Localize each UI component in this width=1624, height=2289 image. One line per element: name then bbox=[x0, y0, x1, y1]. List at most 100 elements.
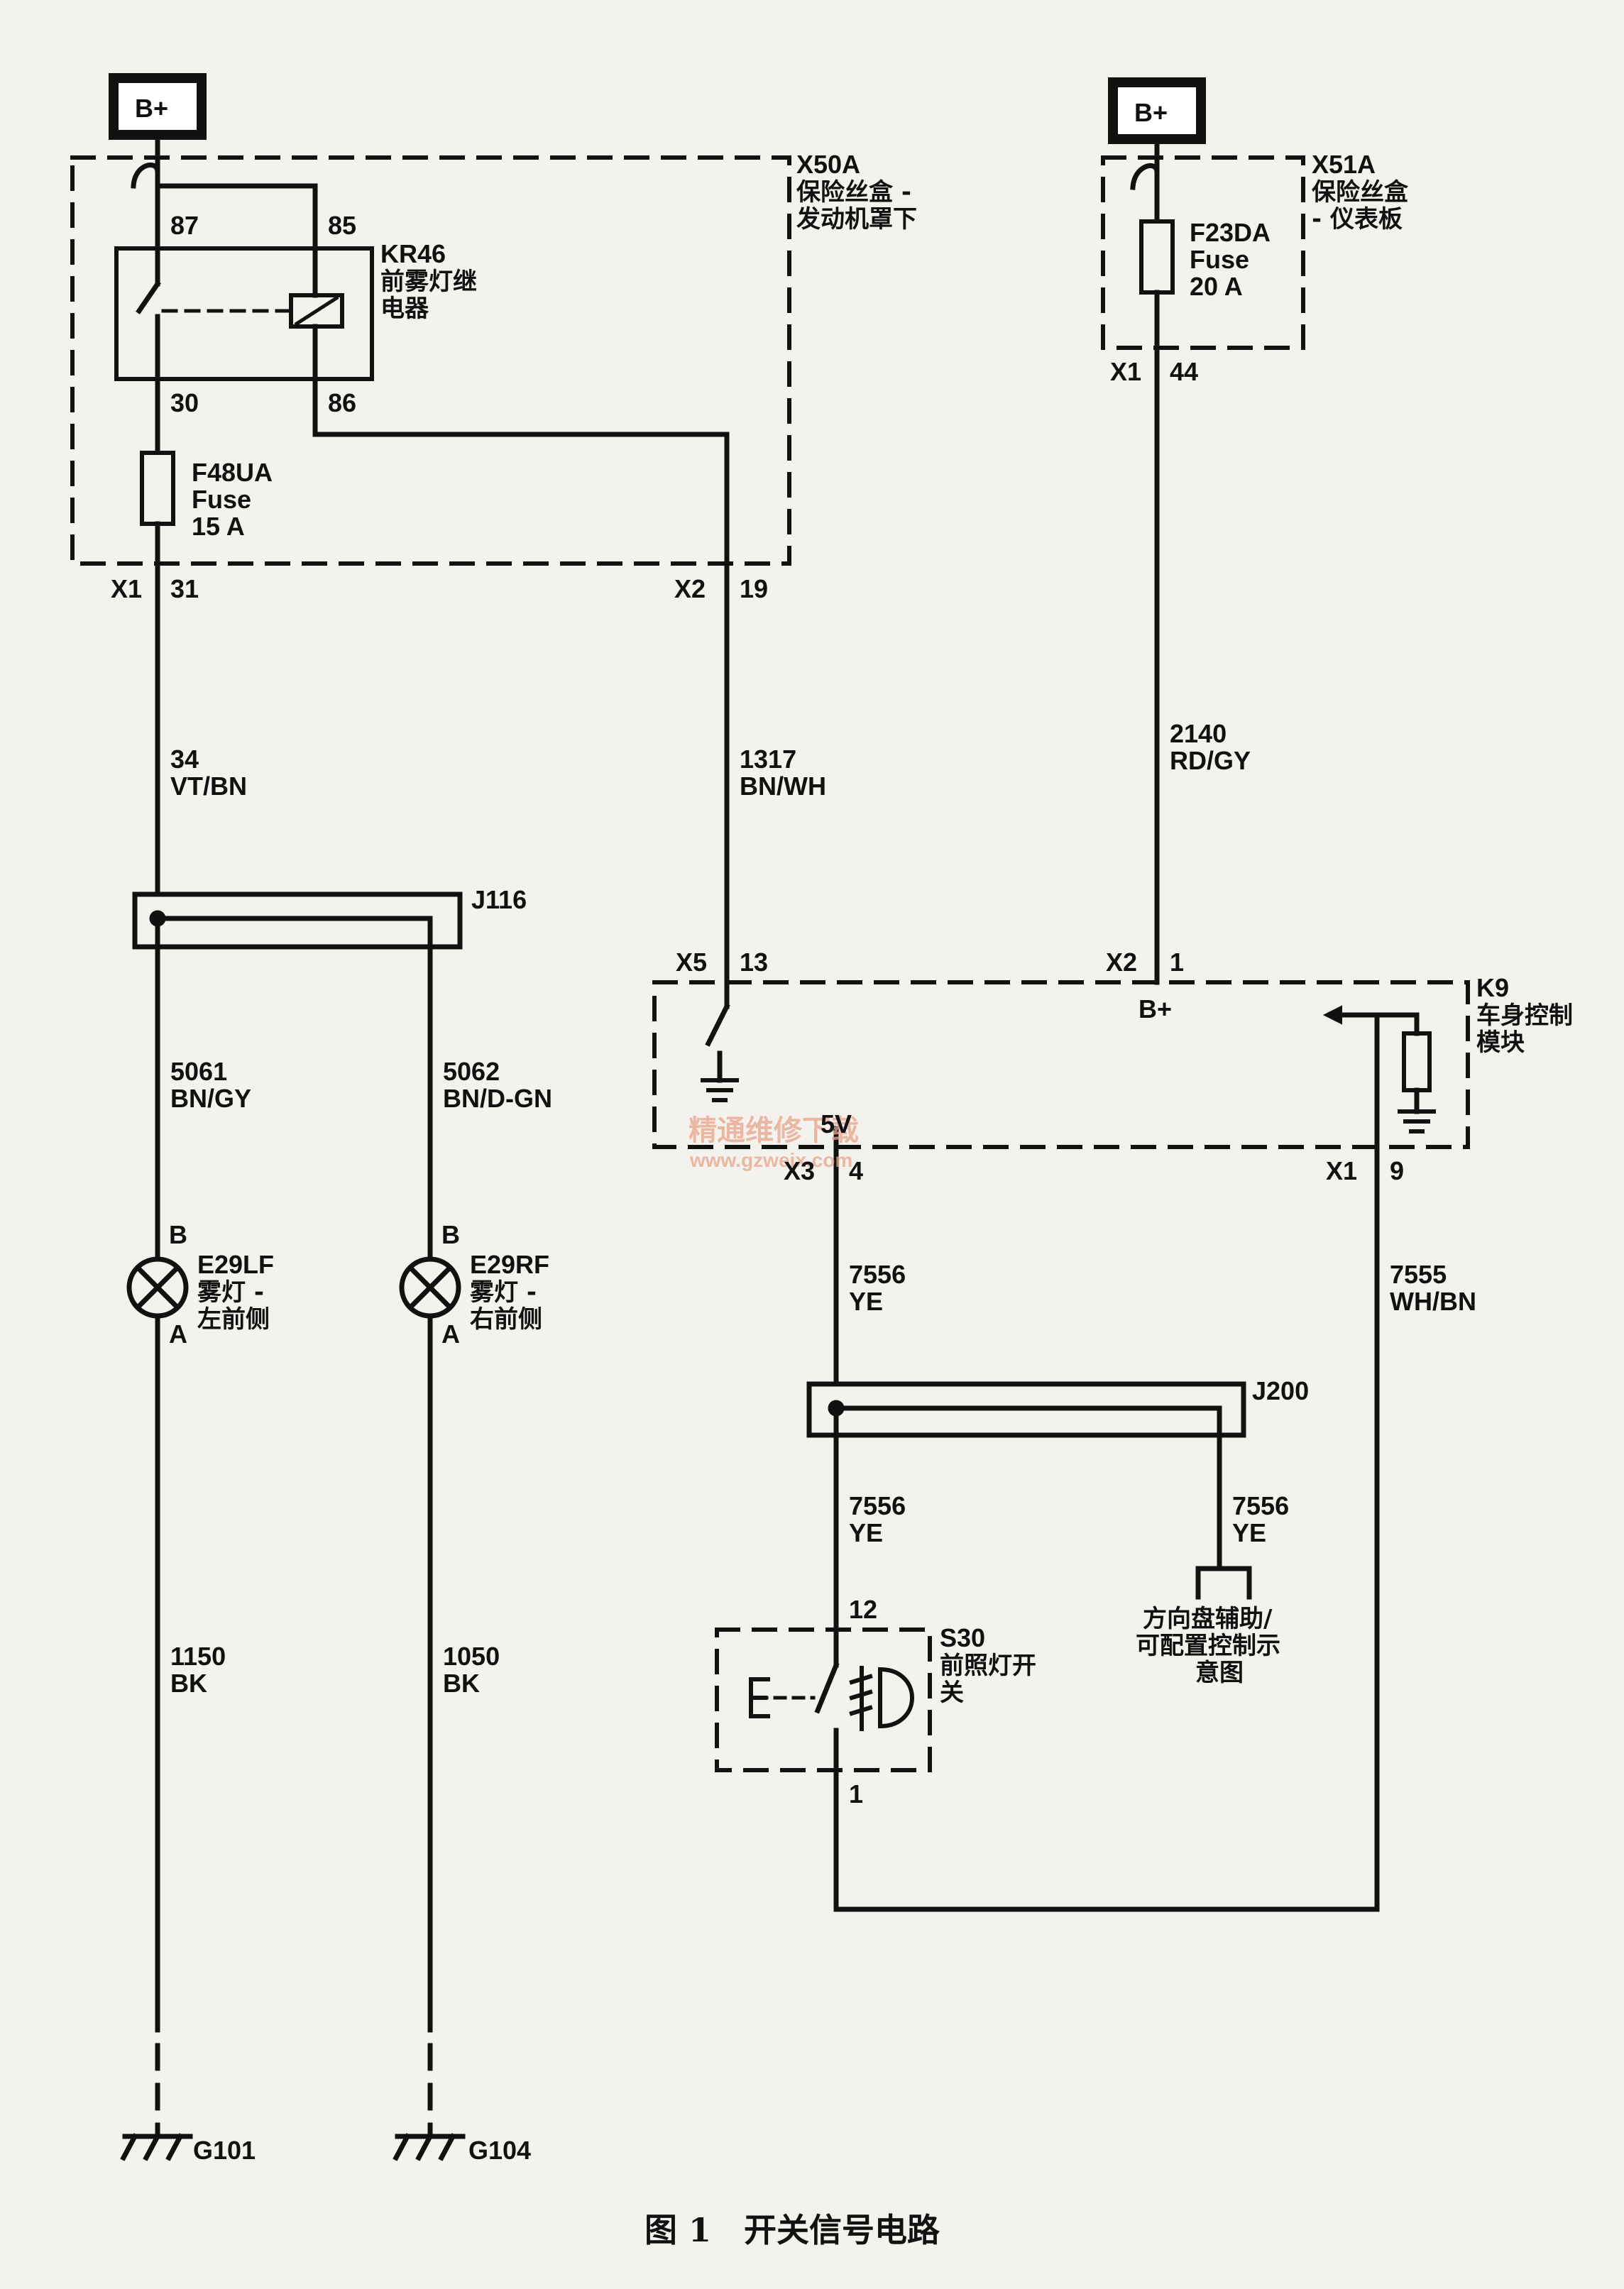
ground-g101-label: G101 bbox=[193, 2136, 256, 2165]
f23da-type: Fuse bbox=[1190, 245, 1249, 274]
wire-34-number: 34 bbox=[170, 745, 199, 774]
wire-5062-number: 5062 bbox=[443, 1057, 500, 1086]
conn-x1-9-pin: 9 bbox=[1390, 1156, 1404, 1185]
wire-1317-number: 1317 bbox=[740, 745, 796, 774]
fuse-f48ua bbox=[140, 376, 175, 566]
relay-kr46 bbox=[114, 160, 374, 382]
module-k9-outline bbox=[652, 980, 1470, 1149]
s30-switch-contact bbox=[749, 1627, 840, 1773]
conn-x3-4-connector: X3 bbox=[784, 1156, 815, 1185]
conn-x1-44-connector: X1 bbox=[1110, 357, 1141, 386]
e29rf-name-1: 雾灯 - bbox=[470, 1278, 537, 1307]
wire-7555-number: 7555 bbox=[1390, 1260, 1447, 1289]
wire-7556-upper-number: 7556 bbox=[849, 1260, 906, 1289]
wire-7556-switch-number: 7556 bbox=[849, 1491, 906, 1520]
conn-x1-31-pin: 31 bbox=[170, 574, 199, 603]
wire-s30-to-k9-return bbox=[833, 1767, 1380, 1912]
k9-pullup-circuit bbox=[1322, 1005, 1436, 1150]
e29lf-pin-b: B bbox=[169, 1220, 187, 1249]
conn-x1-31-connector: X1 bbox=[111, 574, 142, 603]
x50a-name-2: 发动机罩下 bbox=[796, 205, 917, 234]
x51a-name-2: - 仪表板 bbox=[1312, 205, 1403, 234]
x50a-name-1: 保险丝盒 - bbox=[796, 178, 911, 207]
fog-lamp-e29rf bbox=[399, 1256, 461, 1319]
kr46-name-2: 电器 bbox=[380, 295, 429, 323]
ground-g104-symbol bbox=[393, 2133, 466, 2161]
wire-86-to-x2-19 bbox=[312, 376, 730, 566]
watermark-line-2: www.gzweix.com bbox=[689, 1149, 852, 1171]
wire-1050-number: 1050 bbox=[443, 1642, 500, 1671]
wire-1150-number: 1150 bbox=[170, 1642, 226, 1671]
s30-pin-12: 12 bbox=[849, 1595, 877, 1624]
figure-caption: 图 1 开关信号电路 bbox=[644, 2211, 940, 2249]
j200-label: J200 bbox=[1252, 1376, 1309, 1405]
ground-g101-symbol bbox=[120, 2133, 193, 2161]
ground-g104-label: G104 bbox=[468, 2136, 531, 2165]
x50a-ref: X50A bbox=[796, 150, 860, 179]
s30-ref: S30 bbox=[940, 1623, 985, 1652]
b-plus-terminal-right bbox=[1108, 77, 1206, 168]
x51a-ref: X51A bbox=[1312, 150, 1376, 179]
e29rf-name-2: 右前侧 bbox=[470, 1305, 542, 1334]
k9-name-2: 模块 bbox=[1476, 1028, 1525, 1057]
b-plus-label-right: B+ bbox=[1134, 98, 1168, 127]
steering-text-2: 可配置控制示 bbox=[1136, 1632, 1280, 1660]
wire-34-color: VT/BN bbox=[170, 772, 247, 801]
e29lf-name-2: 左前侧 bbox=[197, 1305, 270, 1334]
kr46-name-1: 前雾灯继 bbox=[380, 268, 477, 296]
fuse-box-x51a-outline bbox=[1101, 155, 1305, 350]
steering-text-3: 意图 bbox=[1195, 1659, 1244, 1687]
e29rf-pin-a: A bbox=[441, 1319, 460, 1349]
headlamp-icon bbox=[849, 1666, 914, 1731]
j116-label: J116 bbox=[471, 885, 527, 914]
conn-x5-13-pin: 13 bbox=[740, 948, 768, 977]
wire-7556-upper-color: YE bbox=[849, 1287, 883, 1316]
conn-x2-19-pin: 19 bbox=[740, 574, 768, 603]
k9-name-1: 车身控制 bbox=[1476, 1001, 1573, 1030]
wire-1050-color: BK bbox=[443, 1669, 480, 1698]
kr46-pin-86: 86 bbox=[328, 388, 356, 417]
k9-5v-label: 5V bbox=[821, 1109, 852, 1138]
wire-2140-number: 2140 bbox=[1170, 719, 1227, 748]
wire-5061-color: BN/GY bbox=[170, 1084, 251, 1113]
switch-s30-outline bbox=[715, 1627, 932, 1772]
e29lf-pin-a: A bbox=[169, 1319, 187, 1349]
splice-j200 bbox=[806, 1381, 1246, 1438]
wire-5062-color: BN/D-GN bbox=[443, 1084, 552, 1113]
fuse-f23da bbox=[1130, 162, 1175, 351]
conn-x3-4-pin: 4 bbox=[849, 1156, 863, 1185]
wire-7556-steering-number: 7556 bbox=[1232, 1491, 1289, 1520]
fuse-box-x50a-outline bbox=[70, 155, 791, 566]
k9-internal-switch bbox=[701, 979, 739, 1102]
conn-x1-9-connector: X1 bbox=[1326, 1156, 1357, 1185]
e29lf-name-1: 雾灯 - bbox=[197, 1278, 264, 1307]
fog-lamp-e29lf bbox=[126, 1256, 189, 1319]
f23da-ref: F23DA bbox=[1190, 218, 1271, 247]
s30-pin-1: 1 bbox=[849, 1779, 863, 1808]
f48ua-ref: F48UA bbox=[192, 458, 273, 487]
f23da-rating: 20 A bbox=[1190, 272, 1243, 301]
wire-7555-color: WH/BN bbox=[1390, 1287, 1476, 1316]
steering-text-1: 方向盘辅助/ bbox=[1143, 1605, 1273, 1633]
x51a-name-1: 保险丝盒 bbox=[1312, 178, 1409, 207]
e29lf-ref: E29LF bbox=[197, 1250, 274, 1279]
conn-x5-13-connector: X5 bbox=[676, 948, 707, 977]
conn-x2-19-connector: X2 bbox=[674, 574, 706, 603]
kr46-ref: KR46 bbox=[380, 239, 446, 268]
e29rf-ref: E29RF bbox=[470, 1250, 549, 1279]
s30-name-1: 前照灯开 bbox=[940, 1652, 1036, 1680]
wire-7556-steering-color: YE bbox=[1232, 1518, 1266, 1547]
wire-2140-color: RD/GY bbox=[1170, 746, 1251, 775]
kr46-pin-85: 85 bbox=[328, 211, 356, 240]
wire-7556-switch-color: YE bbox=[849, 1518, 883, 1547]
wire-1150-color: BK bbox=[170, 1669, 207, 1698]
e29rf-pin-b: B bbox=[441, 1220, 460, 1249]
s30-name-2: 关 bbox=[940, 1679, 964, 1707]
b-plus-label-left: B+ bbox=[135, 94, 168, 123]
conn-x2-1-connector: X2 bbox=[1106, 948, 1137, 977]
conn-x1-44-pin: 44 bbox=[1170, 357, 1198, 386]
f48ua-type: Fuse bbox=[192, 485, 251, 514]
wire-1317-color: BN/WH bbox=[740, 772, 826, 801]
steering-connector-symbol bbox=[1195, 1566, 1252, 1600]
